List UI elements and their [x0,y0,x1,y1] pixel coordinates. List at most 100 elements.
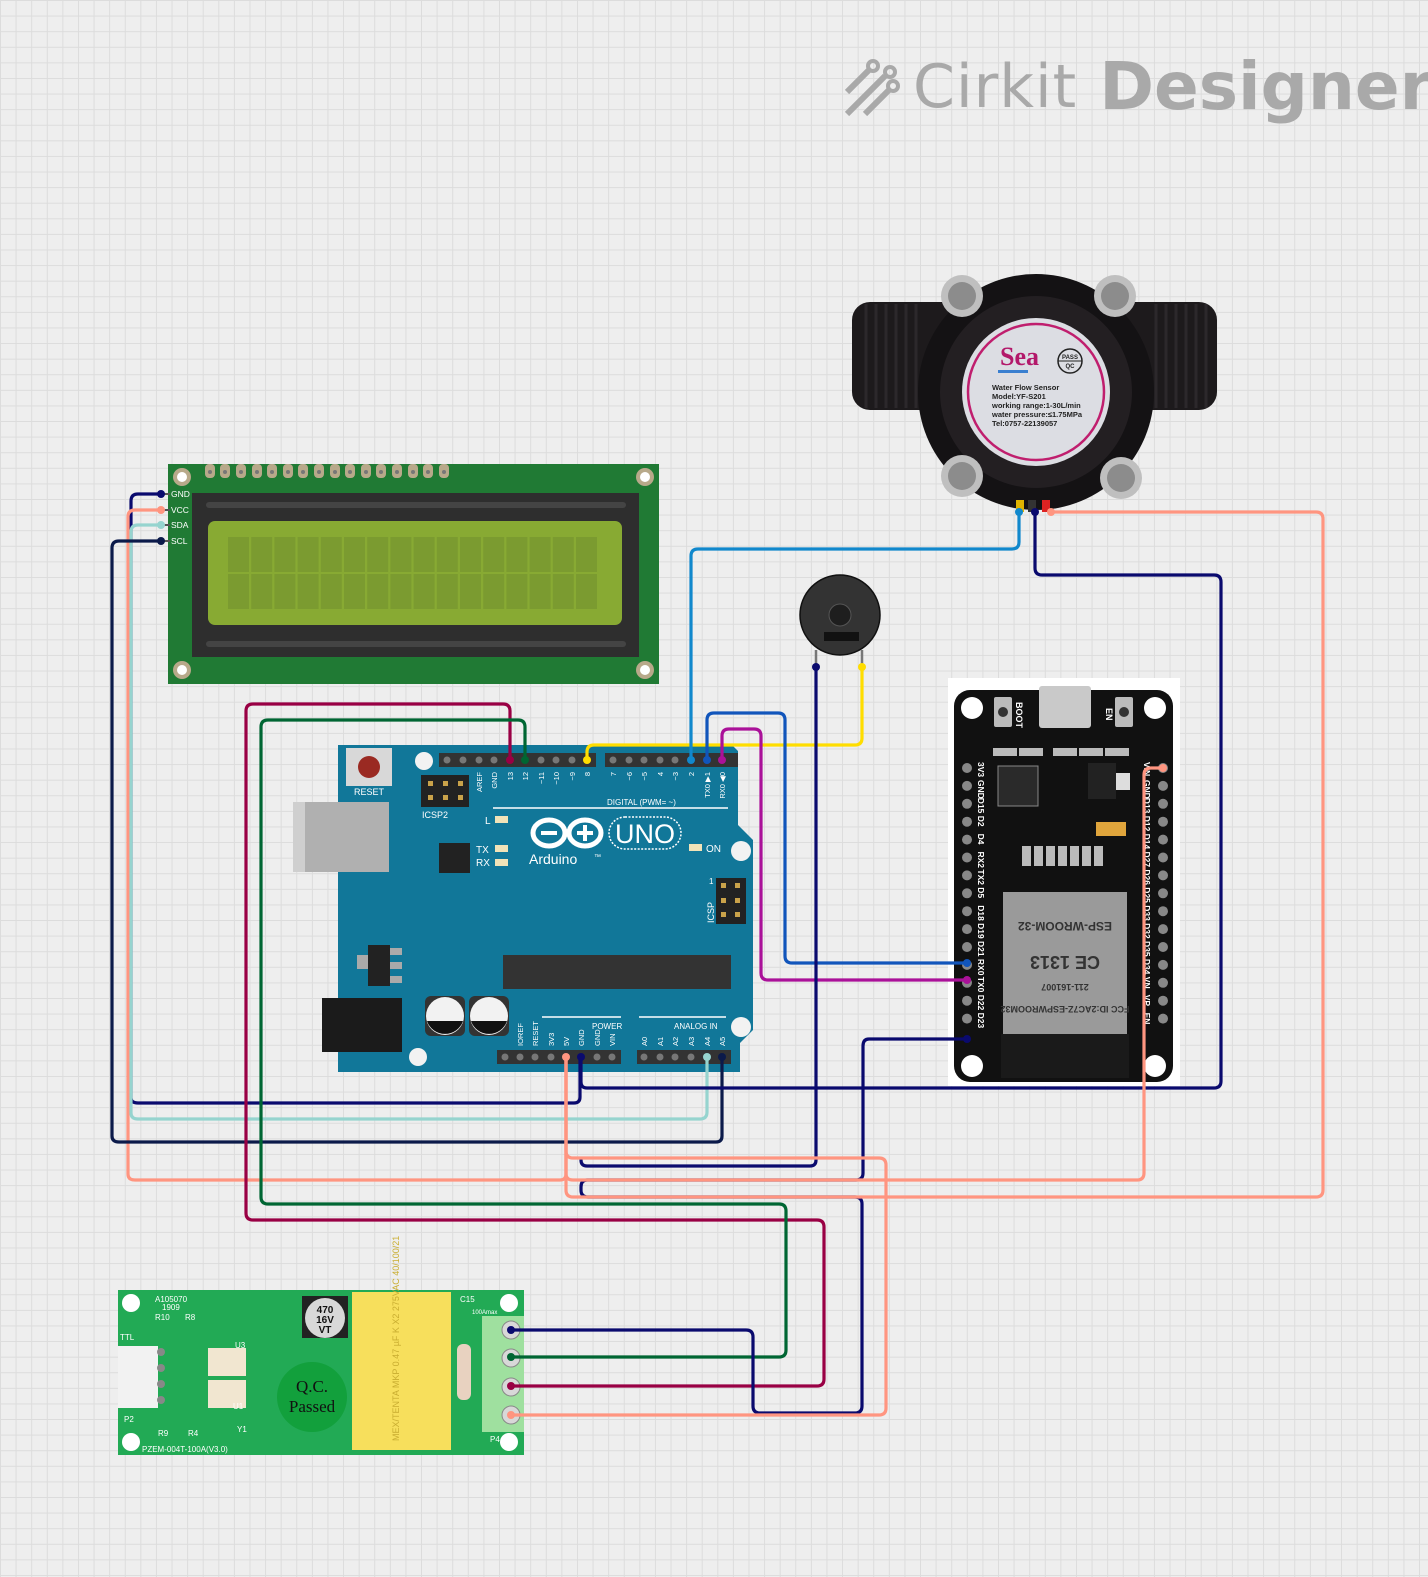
svg-text:TTL: TTL [120,1333,135,1342]
brand-suffix: Designer [1099,48,1428,125]
lcd-cell [297,574,319,609]
esp32-right-pin-label: D27 [1142,852,1152,868]
esp32-right-pin-label: D32 [1142,923,1152,939]
esp32-pin [1158,816,1168,827]
wire-d12-pzem[interactable] [259,718,788,1359]
lcd-cell [274,574,296,609]
esp32-left-pin-label: RX0 [976,959,986,976]
wire-lcd-scl[interactable] [110,539,724,1144]
voltage-regulator [368,945,390,986]
header-pin [475,756,483,764]
digital-pin-label: 8 [583,772,592,776]
status-leds: L TX RX ON [476,816,721,869]
esp32-left-pin-label: RX2 [976,852,986,869]
esp32-pin [962,763,972,773]
digital-pin-label: ~3 [671,772,680,781]
svg-text:BOOT: BOOT [1014,702,1024,729]
wire-buzzer-gnd[interactable] [579,665,818,1168]
cirkit-designer-logo: Cirkit Designer [845,48,1428,125]
lcd-cell [413,537,435,572]
power-header [497,1050,621,1064]
svg-text:POWER: POWER [592,1022,622,1031]
lcd-cell [506,574,528,609]
svg-text:QC: QC [1066,364,1076,370]
wire-d8-buzzer[interactable] [585,665,864,762]
svg-text:R4: R4 [188,1429,199,1438]
esp32-pin [962,942,972,952]
lcd-screen [208,521,622,625]
header-pin [459,756,467,764]
micro-usb-port [1039,686,1091,728]
lcd-cell [460,537,481,572]
wire-5v-pzem[interactable] [509,1056,888,1417]
lcd-cell [483,574,505,609]
digital-pin-label: ~9 [568,772,577,781]
digital-pin-label: ~11 [537,772,546,784]
electrolytic-capacitor [305,1298,345,1338]
power-pin-label: RESET [531,1021,540,1046]
wire-gnd-bus[interactable] [579,510,1223,1090]
x2-capacitor [352,1292,451,1450]
esp32-pin [962,924,972,935]
svg-text:A105070: A105070 [155,1295,188,1304]
esp32-pin [1158,852,1168,863]
arduino-logo: UNO Arduino ™ [529,816,682,867]
svg-text:PASS: PASS [1062,355,1078,361]
lcd-cell [506,537,528,572]
lcd-cell [274,537,296,572]
lcd-cell [320,574,342,609]
esp32-pin [962,834,972,845]
svg-text:ESP-WROOM-32: ESP-WROOM-32 [1018,919,1112,933]
wire-d1-esp-d21[interactable] [705,711,969,965]
lcd-cell [297,537,319,572]
wire-d13-pzem[interactable] [244,702,826,1388]
esp32-pin [962,1013,972,1024]
sensor-screws [941,275,1142,499]
analog-pin-label: A5 [718,1037,727,1046]
svg-text:RX: RX [476,858,490,869]
header-pin [516,1053,524,1061]
lcd-character-cells [228,537,597,609]
lcd-mount-holes [173,468,654,679]
lcd-cell [390,574,412,609]
svg-text:R10: R10 [155,1313,170,1322]
wire-lcd-sda[interactable] [129,523,709,1121]
lcd-cell [552,574,574,609]
esp32-pin [962,852,972,863]
svg-text:ANALOG IN: ANALOG IN [674,1022,718,1031]
esp32-left-pin-label: D4 [976,834,986,845]
svg-text:MEX/TENTA MKP 0.47 µF K X2 275: MEX/TENTA MKP 0.47 µF K X2 275VAC 40/100… [391,1236,401,1441]
lcd-cell [320,537,342,572]
piezo-buzzer[interactable] [799,574,881,667]
lcd-cell [529,574,551,609]
header-pin [687,1053,695,1061]
esp32-right-pin-label: D14 [1142,834,1152,850]
wire-5v-flow[interactable] [564,510,1325,1199]
header-pin [443,756,451,764]
uno-model: UNO [615,819,675,849]
pzem-004t-module[interactable]: 470 16V VT Q.C. Passed MEX/TENTA MKP 0.4… [118,1236,524,1455]
lcd-cell [390,537,412,572]
svg-text:water pressure:≤1.75MPa: water pressure:≤1.75MPa [991,410,1083,419]
analog-pin-label: A3 [687,1037,696,1046]
header-pin [537,756,545,764]
wire-lcd-gnd[interactable] [129,492,582,1105]
esp32-devkit[interactable]: BOOT EN FCC ID:2AC7Z-ESPWROOM32 211-1610… [948,678,1180,1086]
water-flow-sensor[interactable]: Sea PASS QC Water Flow Sensor Model:YF-S… [852,274,1217,512]
esp32-pin [1158,1013,1168,1024]
header-pin [640,1053,648,1061]
svg-text:R9: R9 [158,1429,169,1438]
header-pin [640,756,648,764]
lcd-cell [251,574,273,609]
lcd-display[interactable] [162,464,659,684]
esp32-pin [962,798,972,809]
esp32-pin [962,870,972,881]
svg-text:working range:1-30L/min: working range:1-30L/min [991,401,1081,410]
esp32-left-pin-label: D21 [976,941,986,957]
analog-pin-label: A4 [703,1037,712,1046]
wire-d0-esp-rx0[interactable] [720,727,969,982]
wire-d2-flow[interactable] [689,510,1021,762]
esp32-right-pin-label: D35 [1142,941,1152,957]
capacitors [425,996,509,1036]
